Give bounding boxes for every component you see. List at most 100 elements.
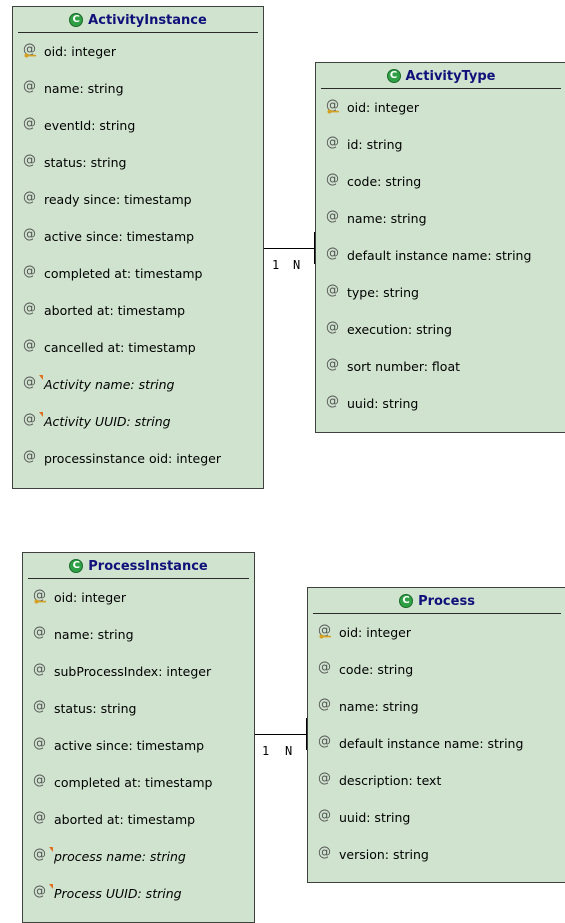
attribute-row[interactable]: @version: string	[308, 836, 565, 873]
attribute-text: active since: timestamp	[54, 738, 205, 753]
attribute-row[interactable]: @ready since: timestamp	[13, 181, 263, 218]
attribute-row[interactable]: @ type: string	[316, 274, 565, 311]
attribute-text: Activity name: string	[44, 377, 175, 392]
attribute-row[interactable]: @ description: text	[308, 762, 565, 799]
attribute-text: completed at: timestamp	[44, 266, 203, 281]
class-icon: C	[399, 594, 414, 608]
attribute-icon: @	[23, 449, 36, 464]
attribute-icon: @	[23, 190, 36, 205]
attribute-text: description: text	[339, 773, 442, 788]
attribute-text: version: string	[339, 847, 429, 862]
attribute-row[interactable]: @oid: integer	[308, 614, 565, 651]
attribute-text: subProcessIndex: integer	[54, 664, 212, 679]
process-header: C Process	[308, 588, 565, 614]
attribute-icon: @	[33, 736, 46, 751]
attribute-text: code: string	[339, 662, 414, 677]
attribute-text: name: string	[339, 699, 419, 714]
attribute-row[interactable]: @name: string	[13, 70, 263, 107]
attribute-text: default instance name: string	[339, 736, 524, 751]
attribute-icon: @	[326, 283, 339, 298]
process-instance-attributes: @oid: integer@name: string@subProcessInd…	[23, 579, 254, 912]
activity-relation-line	[264, 248, 315, 249]
attribute-row[interactable]: @uuid: string	[316, 385, 565, 422]
attribute-icon: @	[23, 79, 36, 94]
attribute-text: type: string	[347, 285, 419, 300]
attribute-icon: @	[23, 153, 36, 168]
attribute-text: completed at: timestamp	[54, 775, 213, 790]
attribute-text: sort number: float	[347, 359, 461, 374]
attribute-text: oid: integer	[347, 100, 419, 115]
attribute-row[interactable]: @uuid: string	[308, 799, 565, 836]
attribute-row[interactable]: @ active since: timestamp	[13, 218, 263, 255]
attribute-row[interactable]: @completed at: timestamp	[23, 764, 254, 801]
attribute-row[interactable]: @aborted at: timestamp	[13, 292, 263, 329]
attribute-icon: @	[23, 338, 36, 353]
attribute-row[interactable]: @oid: integer	[23, 579, 254, 616]
attribute-icon: @	[318, 734, 331, 749]
activity-type-title: ActivityType	[405, 68, 496, 84]
attribute-text: status: string	[44, 155, 127, 170]
attribute-icon: @	[326, 320, 339, 335]
attribute-row[interactable]: @id: string	[316, 126, 565, 163]
attribute-icon: @	[23, 301, 36, 316]
activity-instance-entity[interactable]: C ActivityInstance @oid: integer@name: s…	[12, 6, 264, 489]
attribute-text: processinstance oid: integer	[44, 451, 221, 466]
attribute-icon: @	[326, 209, 339, 224]
attribute-row[interactable]: @default instance name: string	[316, 237, 565, 274]
activity-relation-tick	[314, 232, 315, 264]
class-icon: C	[69, 13, 84, 27]
attribute-text: default instance name: string	[347, 248, 532, 263]
attribute-row[interactable]: @ default instance name: string	[308, 725, 565, 762]
attribute-text: code: string	[347, 174, 422, 189]
attribute-row[interactable]: @ name: string	[308, 688, 565, 725]
attribute-row[interactable]: @status: string	[23, 690, 254, 727]
attribute-text: oid: integer	[54, 590, 126, 605]
primary-key-attribute-icon: @	[23, 42, 36, 58]
process-instance-header: C ProcessInstance	[23, 553, 254, 579]
attribute-icon: @	[33, 662, 46, 677]
activity-instance-title: ActivityInstance	[88, 12, 207, 28]
activity-type-header: C ActivityType	[316, 63, 565, 89]
process-instance-title: ProcessInstance	[88, 558, 208, 574]
attribute-icon: @	[23, 116, 36, 131]
attribute-row[interactable]: @Activity name: string	[13, 366, 263, 403]
attribute-row[interactable]: @Process UUID: string	[23, 875, 254, 912]
attribute-row[interactable]: @ status: string	[13, 144, 263, 181]
attribute-row[interactable]: @aborted at: timestamp	[23, 801, 254, 838]
attribute-row[interactable]: @ completed at: timestamp	[13, 255, 263, 292]
attribute-row[interactable]: @eventId: string	[13, 107, 263, 144]
attribute-text: name: string	[347, 211, 427, 226]
attribute-row[interactable]: @sort number: float	[316, 348, 565, 385]
attribute-row[interactable]: @ execution: string	[316, 311, 565, 348]
attribute-icon: @	[318, 660, 331, 675]
attribute-row[interactable]: @Activity UUID: string	[13, 403, 263, 440]
activity-type-entity[interactable]: C ActivityType @oid: integer@id: string@…	[315, 62, 565, 433]
attribute-icon: @	[23, 227, 36, 242]
class-icon: C	[69, 559, 84, 573]
derived-attribute-icon: @	[33, 847, 53, 864]
attribute-icon: @	[23, 264, 36, 279]
attribute-row[interactable]: @cancelled at: timestamp	[13, 329, 263, 366]
attribute-icon: @	[326, 172, 339, 187]
activity-instance-attributes: @oid: integer@name: string@eventId: stri…	[13, 33, 263, 477]
attribute-row[interactable]: @ processinstance oid: integer	[13, 440, 263, 477]
process-entity[interactable]: C Process @oid: integer @ code: string @ nam…	[307, 587, 565, 883]
process-title: Process	[418, 593, 475, 609]
attribute-row[interactable]: @ subProcessIndex: integer	[23, 653, 254, 690]
attribute-text: Activity UUID: string	[44, 414, 171, 429]
attribute-text: execution: string	[347, 322, 452, 337]
activity-relation-left-cardinality: 1	[272, 258, 280, 272]
attribute-row[interactable]: @ code: string	[308, 651, 565, 688]
attribute-row[interactable]: @oid: integer	[316, 89, 565, 126]
attribute-row[interactable]: @oid: integer	[13, 33, 263, 70]
attribute-row[interactable]: @ code: string	[316, 163, 565, 200]
attribute-icon: @	[318, 771, 331, 786]
process-instance-entity[interactable]: C ProcessInstance @oid: integer@name: st…	[22, 552, 255, 923]
attribute-row[interactable]: @ name: string	[316, 200, 565, 237]
attribute-row[interactable]: @ active since: timestamp	[23, 727, 254, 764]
attribute-row[interactable]: @name: string	[23, 616, 254, 653]
attribute-text: active since: timestamp	[44, 229, 195, 244]
attribute-row[interactable]: @process name: string	[23, 838, 254, 875]
attribute-text: process name: string	[54, 849, 186, 864]
attribute-icon: @	[318, 697, 331, 712]
